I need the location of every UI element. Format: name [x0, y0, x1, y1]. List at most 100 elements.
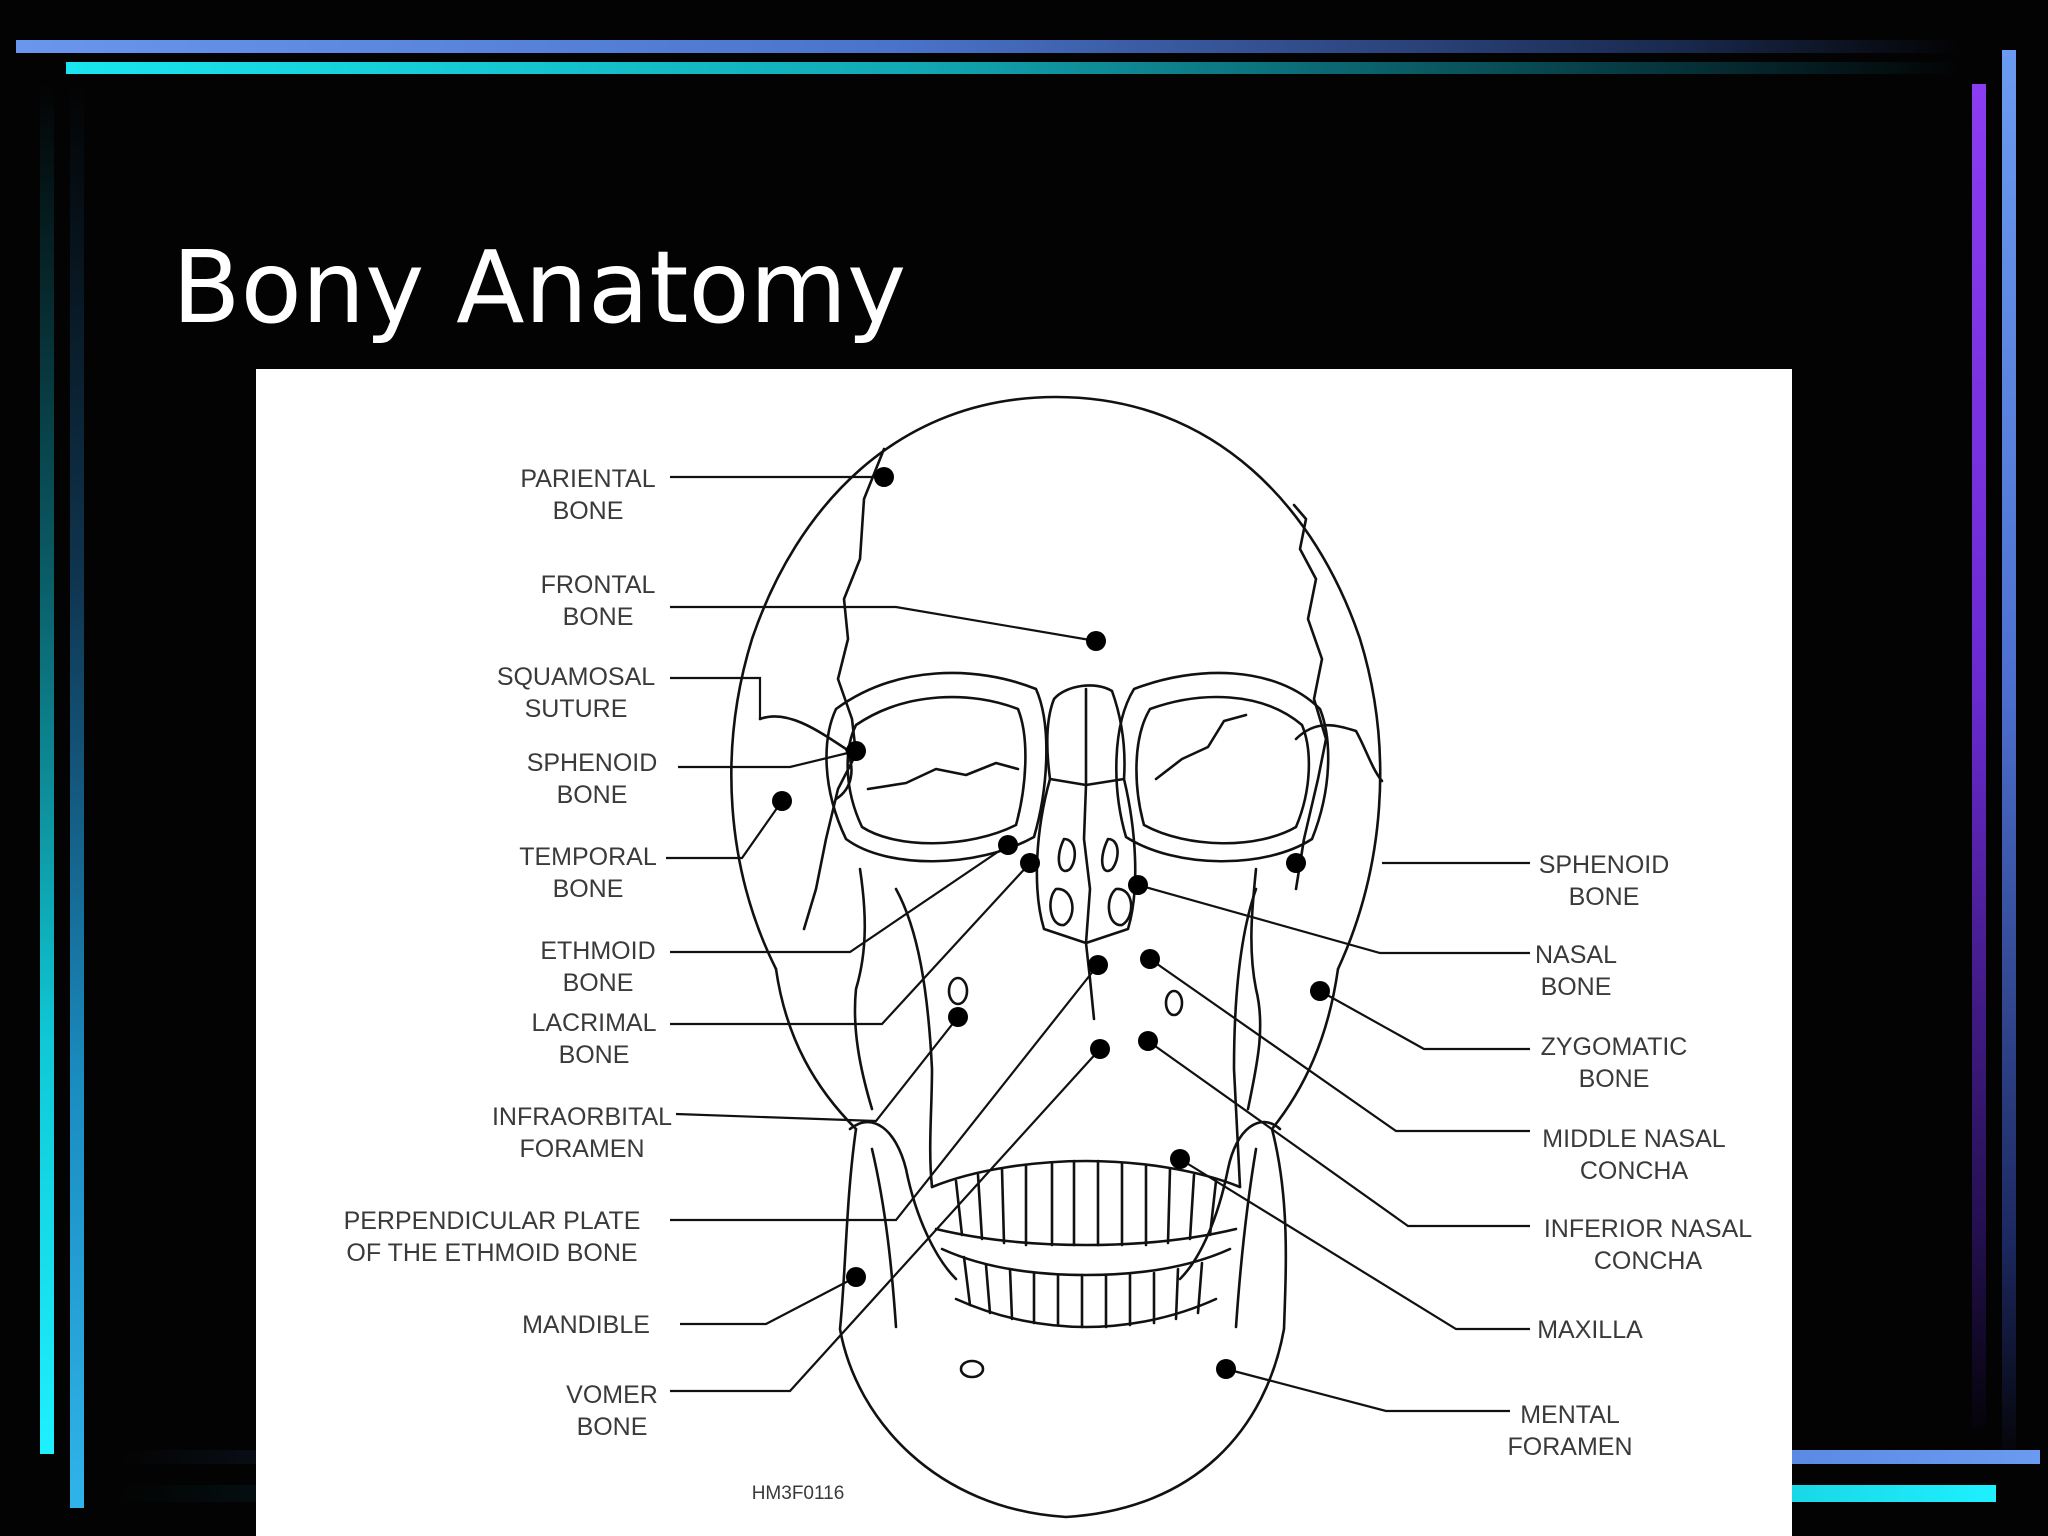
- right-ramus: [1234, 1147, 1258, 1329]
- leader-squamosal: [670, 676, 762, 719]
- label-lacrimal-line1: LACRIMAL: [531, 1009, 656, 1037]
- leader-maxilla: [1179, 1158, 1530, 1331]
- label-vomer-line1: VOMER: [566, 1381, 658, 1409]
- label-middle-concha-line1: MIDDLE NASAL: [1542, 1125, 1725, 1153]
- label-squamosal-line1: SQUAMOSAL: [497, 663, 655, 691]
- skull-diagram-panel: PARIENTAL BONE FRONTAL BONE SQUAMOSAL SU…: [256, 369, 1792, 1536]
- dot-nasal: [1128, 875, 1148, 895]
- label-sphenoid-right-line1: SPHENOID: [1539, 851, 1670, 879]
- dot-sphenoid-left: [846, 741, 866, 761]
- left-squamosal-suture: [758, 715, 853, 801]
- leader-lines: [666, 475, 1530, 1413]
- leader-mental-foramen: [1225, 1367, 1510, 1413]
- cranium-outline: [730, 395, 1382, 971]
- left-maxilla-outline: [894, 887, 934, 1189]
- dot-mental-foramen: [1216, 1359, 1236, 1379]
- left-orbit-outer: [825, 671, 1048, 863]
- left-cyan-bar: [40, 84, 54, 1454]
- right-cheek-outline: [1270, 967, 1340, 1131]
- leader-mandible: [680, 1276, 857, 1326]
- dot-maxilla: [1170, 1149, 1190, 1169]
- nasal-septum: [1082, 783, 1096, 1021]
- dot-ethmoid: [998, 835, 1018, 855]
- leader-nasal: [1137, 883, 1530, 955]
- right-coronal-suture: [1292, 503, 1328, 891]
- left-ramus: [870, 1147, 898, 1329]
- label-mental-foramen-line2: FORAMEN: [1508, 1433, 1633, 1461]
- left-labels: PARIENTAL BONE FRONTAL BONE SQUAMOSAL SU…: [344, 465, 673, 1441]
- dot-frontal: [1086, 631, 1106, 651]
- dot-inferior-concha: [1138, 1031, 1158, 1051]
- label-mental-foramen-line1: MENTAL: [1520, 1401, 1620, 1429]
- label-infraorbital-line2: FORAMEN: [520, 1135, 645, 1163]
- label-frontal-line2: BONE: [563, 603, 634, 631]
- label-perpendicular-plate-line2: OF THE ETHMOID BONE: [346, 1239, 637, 1267]
- right-orbit-inner: [1135, 695, 1311, 845]
- left-middle-concha: [1057, 837, 1077, 873]
- skull-diagram: PARIENTAL BONE FRONTAL BONE SQUAMOSAL SU…: [344, 395, 1753, 1519]
- left-mental-foramen: [959, 1359, 985, 1379]
- label-infraorbital-line1: INFRAORBITAL: [492, 1103, 672, 1131]
- label-squamosal-line2: SUTURE: [525, 695, 628, 723]
- dot-vomer: [1090, 1039, 1110, 1059]
- label-pariental-line1: PARIENTAL: [520, 465, 655, 493]
- label-inferior-concha-line2: CONCHA: [1594, 1247, 1703, 1275]
- left-cheek-outline: [774, 967, 858, 1131]
- label-mandible: MANDIBLE: [522, 1311, 650, 1339]
- right-blue-bar: [2002, 50, 2016, 1452]
- mandible-outline: [838, 1127, 1288, 1519]
- label-temporal-line2: BONE: [553, 875, 624, 903]
- label-lacrimal-line2: BONE: [559, 1041, 630, 1069]
- dot-infraorbital: [948, 1007, 968, 1027]
- label-perpendicular-plate-line1: PERPENDICULAR PLATE: [344, 1207, 641, 1235]
- right-orbit-fissure: [1154, 713, 1248, 781]
- label-sphenoid-right-line2: BONE: [1569, 883, 1640, 911]
- label-sphenoid-left-line2: BONE: [557, 781, 628, 809]
- left-ramus-inner: [848, 1120, 958, 1281]
- right-middle-concha: [1100, 837, 1119, 873]
- top-cyan-bar: [66, 62, 1960, 74]
- right-purple-bar: [1972, 84, 1986, 1428]
- leader-zygomatic: [1319, 990, 1530, 1051]
- dot-perpendicular-plate: [1088, 955, 1108, 975]
- figure-code: HM3F0116: [752, 1483, 845, 1504]
- dot-mandible: [846, 1267, 866, 1287]
- left-orbit-fissure: [866, 761, 1020, 791]
- right-squamosal-suture: [1294, 723, 1384, 783]
- leader-inferior-concha: [1147, 1040, 1530, 1228]
- right-labels: SPHENOID BONE NASAL BONE ZYGOMATIC BONE …: [1508, 851, 1753, 1461]
- pointer-dots: [772, 467, 1330, 1379]
- leader-lacrimal: [670, 862, 1031, 1026]
- left-blue-bar: [70, 84, 84, 1508]
- slide-title: Bony Anatomy: [172, 229, 907, 346]
- leader-sphenoid-left: [678, 749, 857, 769]
- leader-temporal: [666, 800, 783, 860]
- label-middle-concha-line2: CONCHA: [1580, 1157, 1689, 1185]
- leader-ethmoid: [670, 844, 1009, 954]
- upper-dental-arch: [930, 1159, 1242, 1189]
- leader-perpendicular-plate: [670, 964, 1099, 1222]
- label-maxilla: MAXILLA: [1537, 1316, 1643, 1344]
- right-inferior-concha: [1107, 887, 1133, 927]
- label-pariental-line2: BONE: [553, 497, 624, 525]
- teeth: [954, 1159, 1218, 1329]
- dot-temporal: [772, 791, 792, 811]
- leader-frontal: [670, 605, 1097, 643]
- left-zygomatic-suture: [853, 867, 874, 1111]
- right-orbit-outer: [1115, 671, 1330, 863]
- label-temporal-line1: TEMPORAL: [519, 843, 657, 871]
- dot-lacrimal: [1020, 853, 1040, 873]
- right-ramus-inner: [1178, 1120, 1282, 1281]
- right-infraorbital-foramen: [1164, 989, 1184, 1017]
- label-frontal-line1: FRONTAL: [541, 571, 656, 599]
- dot-pariental: [874, 467, 894, 487]
- label-zygomatic-line2: BONE: [1579, 1065, 1650, 1093]
- left-orbit-inner: [846, 695, 1027, 845]
- leader-middle-concha: [1149, 958, 1530, 1133]
- label-nasal-line2: BONE: [1541, 973, 1612, 1001]
- label-inferior-concha-line1: INFERIOR NASAL: [1544, 1215, 1752, 1243]
- left-inferior-concha: [1049, 887, 1074, 927]
- label-ethmoid-line1: ETHMOID: [540, 937, 655, 965]
- right-zygomatic-suture: [1246, 867, 1262, 1111]
- right-maxilla-outline: [1232, 887, 1258, 1189]
